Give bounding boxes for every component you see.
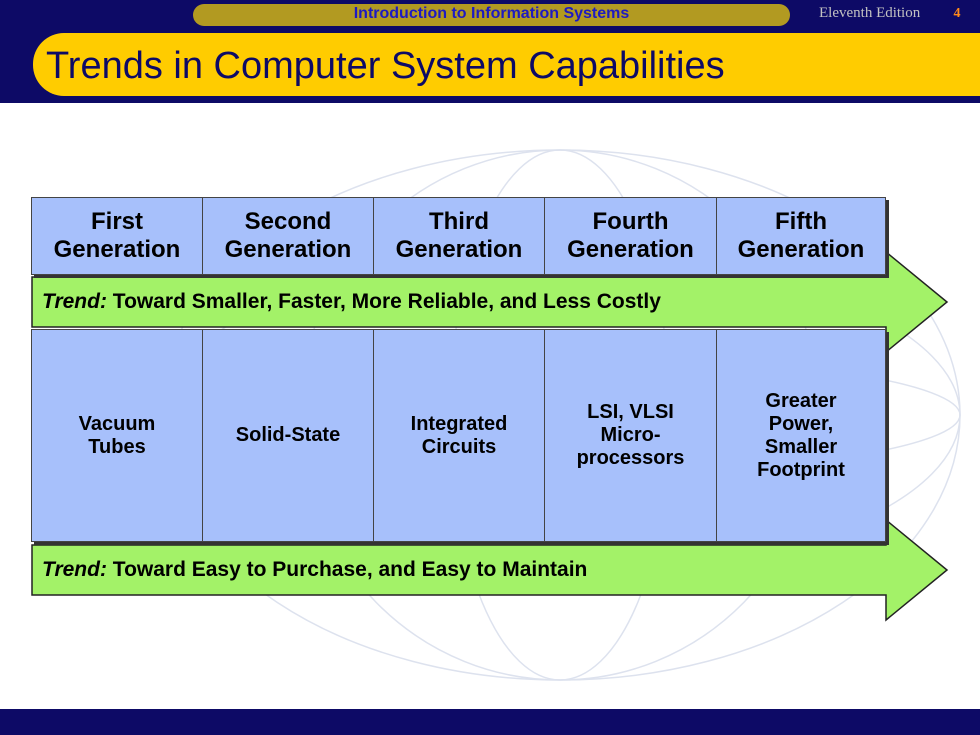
technology-label: Greater Power, Smaller Footprint [757,389,845,481]
generation-box-third: Third Generation [373,197,545,275]
technology-box-greater-power: Greater Power, Smaller Footprint [716,329,886,542]
technology-box-integrated-circuits: Integrated Circuits [373,329,545,542]
course-title: Introduction to Information Systems [353,5,630,22]
page-number: 4 [953,6,961,21]
technology-label: LSI, VLSI Micro- processors [576,401,685,469]
generation-label: Fourth Generation [567,208,694,263]
trend-1-text: Toward Smaller, Faster, More Reliable, a… [112,290,661,313]
generation-box-fourth: Fourth Generation [544,197,717,275]
generation-box-fifth: Fifth Generation [716,197,886,275]
edition-label: Eleventh Edition [819,5,921,21]
trend-1-label: Trend: Toward Smaller, Faster, More Reli… [42,289,661,315]
technology-box-solid-state: Solid-State [202,329,374,542]
trend-2-text: Toward Easy to Purchase, and Easy to Mai… [112,558,588,581]
slide-title: Trends in Computer System Capabilities [46,45,725,87]
generation-label: Fifth Generation [737,208,865,263]
trend-1-key: Trend: [42,290,107,313]
trend-arrow-2 [31,518,949,622]
trend-2-key: Trend: [42,558,107,581]
technology-label: Vacuum Tubes [78,412,156,458]
generation-box-first: First Generation [31,197,203,275]
technology-label: Integrated Circuits [410,412,508,458]
trend-2-label: Trend: Toward Easy to Purchase, and Easy… [42,557,587,583]
footer-bar [0,709,980,735]
generation-label: First Generation [53,208,181,263]
technology-box-microprocessors: LSI, VLSI Micro- processors [544,329,717,542]
technology-box-vacuum-tubes: Vacuum Tubes [31,329,203,542]
generation-label: Second Generation [224,208,352,263]
trend-arrow-1 [31,250,949,354]
technology-label: Solid-State [235,424,341,446]
title-band [33,33,980,96]
generation-box-second: Second Generation [202,197,374,275]
generation-label: Third Generation [395,208,523,263]
course-title-pill [193,4,790,26]
